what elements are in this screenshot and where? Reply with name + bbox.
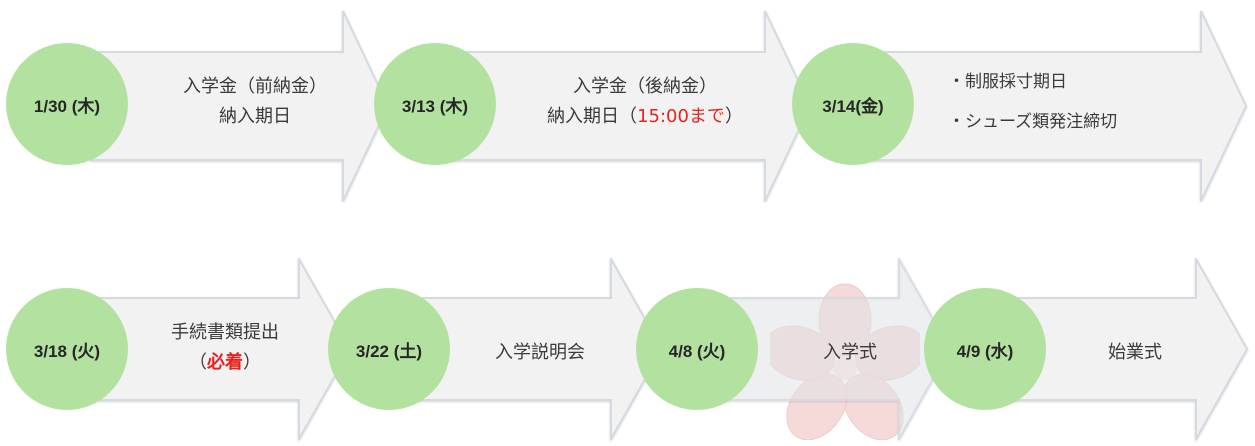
event-label-6: 入学式 [790,333,910,373]
label-line: 始業式 [1108,338,1162,368]
label-line: 納入期日 [219,102,291,132]
date-circle-4: 3/18 (火) [6,288,128,410]
arrow-3 [870,10,1248,202]
event-label-3: ・制服採寸期日・シューズ類発注締切 [948,58,1188,146]
label-text: （ [189,352,207,373]
event-label-5: 入学説明会 [470,333,610,373]
label-line: 入学金（前納金） [183,72,327,102]
arrow-2 [452,10,812,202]
label-text: ） [243,352,261,373]
label-text: 手続書類提出 [171,322,279,343]
label-text: 納入期日 [219,106,291,127]
label-line: （必着） [189,348,261,378]
label-text: 入学説明会 [495,342,585,363]
label-line: 納入期日（15:00まで） [547,102,743,132]
label-text: 入学式 [823,342,877,363]
highlight-text: 15:00まで [637,106,725,127]
label-line: ・制服採寸期日 [948,62,1067,102]
date-circle-5: 3/22 (土) [328,288,450,410]
arrow-6 [720,258,952,440]
date-circle-3: 3/14(金) [792,43,914,165]
label-text: 入学金（前納金） [183,76,327,97]
date-circle-1: 1/30 (木) [6,43,128,165]
label-line: 入学式 [823,338,877,368]
event-label-1: 入学金（前納金） 納入期日 [140,62,370,142]
label-text: 始業式 [1108,342,1162,363]
label-line: 入学説明会 [495,338,585,368]
label-line: 入学金（後納金） [573,72,717,102]
label-text: 入学金（後納金） [573,76,717,97]
arrow-4 [90,258,352,440]
date-circle-6: 4/8 (火) [636,288,758,410]
label-text: ） [724,106,743,127]
highlight-text: 必着 [207,352,243,373]
event-label-7: 始業式 [1070,333,1200,373]
date-circle-7: 4/9 (水) [924,288,1046,410]
event-label-4: 手続書類提出 （必着） [140,308,310,388]
arrow-1 [90,10,390,202]
arrow-7 [1005,258,1249,440]
label-line: ・シューズ類発注締切 [948,102,1117,142]
date-circle-2: 3/13 (木) [374,43,496,165]
cherry-blossom-icon [770,283,920,440]
label-line: 手続書類提出 [171,318,279,348]
label-text: ・制服採寸期日 [948,72,1067,92]
label-text: 納入期日（ [547,106,638,127]
event-label-2: 入学金（後納金） 納入期日（15:00まで） [505,62,785,142]
label-text: ・シューズ類発注締切 [948,112,1118,132]
arrow-5 [412,258,664,440]
